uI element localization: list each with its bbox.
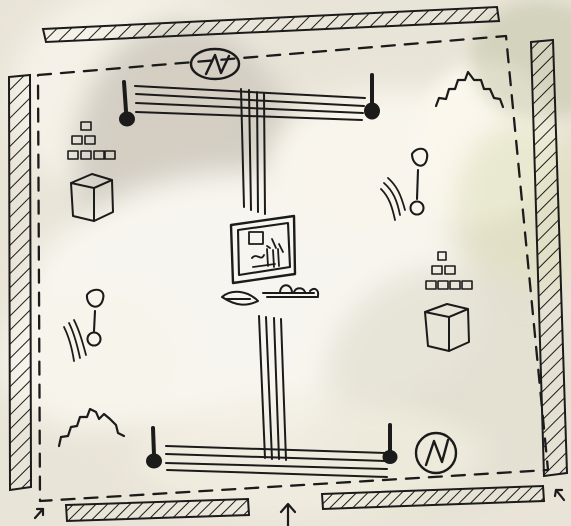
hatched-wall-icon	[9, 75, 31, 490]
